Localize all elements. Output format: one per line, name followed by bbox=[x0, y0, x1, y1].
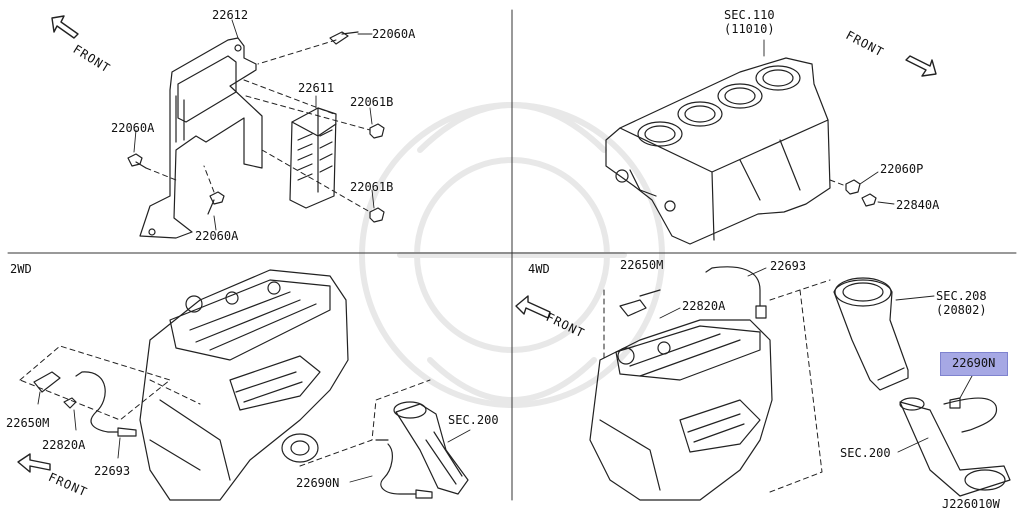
ecm-unit-22611 bbox=[289, 107, 337, 209]
part-label-22820a-4wd[interactable]: 22820A bbox=[682, 299, 726, 313]
dashed-2wd bbox=[19, 345, 431, 467]
part-label-22693-2wd[interactable]: 22693 bbox=[94, 464, 131, 478]
part-label-22060a-top[interactable]: 22060A bbox=[372, 27, 416, 41]
dashed-4wd bbox=[603, 279, 831, 493]
front-arrow-top-right bbox=[905, 55, 937, 77]
solid-leaders-2wd bbox=[37, 391, 471, 483]
bolts-top-left bbox=[127, 31, 385, 223]
variant-label-4wd: 4WD bbox=[528, 262, 550, 276]
part-label-22612[interactable]: 22612 bbox=[212, 8, 249, 22]
solid-leaders-top-left bbox=[133, 19, 375, 231]
part-label-22690n-4wd-highlighted[interactable]: 22690N bbox=[952, 356, 996, 370]
engine-4wd bbox=[589, 289, 773, 501]
quadrant-dividers bbox=[7, 9, 1017, 501]
dashed-top-right bbox=[829, 179, 847, 187]
cylinder-block bbox=[605, 57, 831, 245]
part-label-22650m-4wd[interactable]: 22650M bbox=[620, 258, 664, 272]
engine-2wd bbox=[139, 269, 349, 501]
front-arrow-bottom-left bbox=[17, 453, 51, 473]
section-ref-sec110[interactable]: SEC.110 bbox=[724, 8, 775, 22]
catalyst-4wd bbox=[833, 277, 1011, 497]
part-label-22061b-upper[interactable]: 22061B bbox=[350, 95, 394, 109]
part-label-22650m-2wd[interactable]: 22650M bbox=[6, 416, 50, 430]
part-label-22061b-lower[interactable]: 22061B bbox=[350, 180, 394, 194]
front-arrow-top-left bbox=[51, 15, 79, 39]
diagram-id: J226010W bbox=[942, 497, 1000, 511]
section-ref-sec110-sub: (11010) bbox=[724, 22, 775, 36]
part-label-22690n-2wd[interactable]: 22690N bbox=[296, 476, 340, 490]
front-arrow-bottom-right bbox=[515, 295, 551, 319]
section-ref-sec208[interactable]: SEC.208 bbox=[936, 289, 987, 303]
variant-label-2wd: 2WD bbox=[10, 262, 32, 276]
part-label-22820a-2wd[interactable]: 22820A bbox=[42, 438, 86, 452]
solid-leaders-4wd bbox=[659, 267, 973, 453]
part-label-22060a-left[interactable]: 22060A bbox=[111, 121, 155, 135]
sensor-4wd bbox=[705, 266, 998, 433]
catalyst-2wd bbox=[375, 401, 469, 499]
leader-lines-top-left bbox=[145, 39, 371, 213]
bolts-top-right bbox=[845, 179, 877, 207]
part-label-22611[interactable]: 22611 bbox=[298, 81, 335, 95]
section-ref-sec208-sub: (20802) bbox=[936, 303, 987, 317]
highlight-box-22690n bbox=[940, 352, 1008, 376]
section-ref-sec200-2wd[interactable]: SEC.200 bbox=[448, 413, 499, 427]
part-label-22060p[interactable]: 22060P bbox=[880, 162, 924, 176]
section-ref-sec200-4wd[interactable]: SEC.200 bbox=[840, 446, 891, 460]
leader-lines-top-right bbox=[763, 39, 895, 205]
part-label-22840a[interactable]: 22840A bbox=[896, 198, 940, 212]
part-label-22693-4wd[interactable]: 22693 bbox=[770, 259, 807, 273]
part-label-22060a-bottom[interactable]: 22060A bbox=[195, 229, 239, 243]
ecm-bracket-22612 bbox=[139, 37, 263, 239]
